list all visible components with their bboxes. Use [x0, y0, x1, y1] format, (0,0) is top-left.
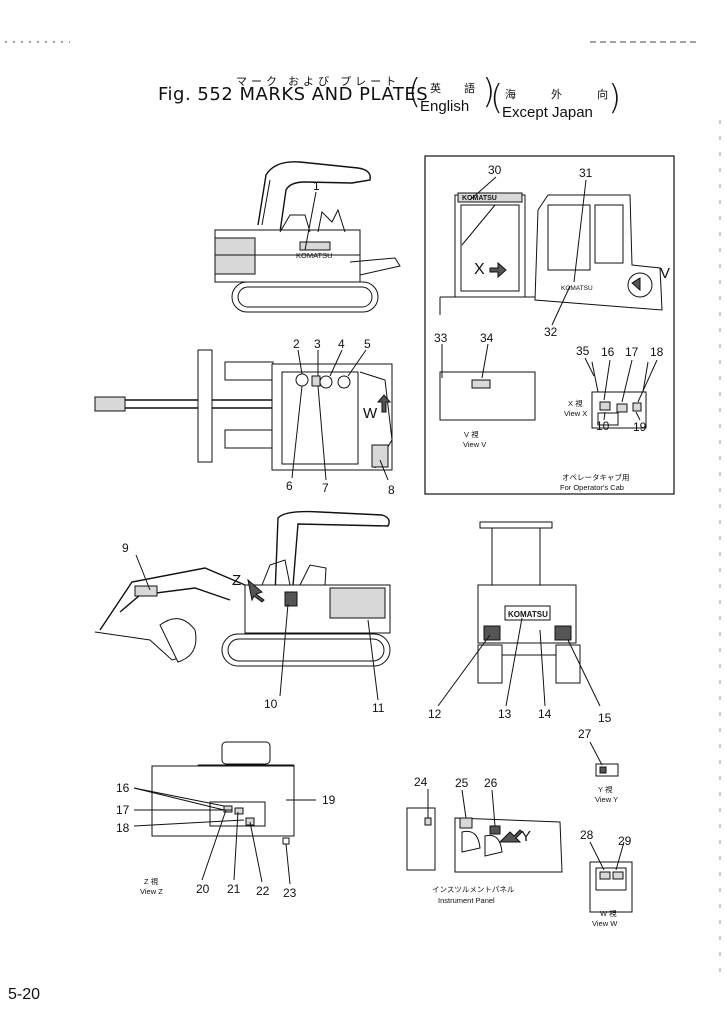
callout-35: 35 [576, 344, 590, 358]
paren-close: ) [482, 72, 496, 112]
scan-edge-marks [5, 41, 721, 980]
view-w-jp: W 視 [600, 909, 617, 918]
callout-20: 20 [196, 882, 210, 896]
callout-21: 21 [227, 882, 241, 896]
view-z-jp: Z 視 [144, 877, 159, 886]
arrow-y-icon [498, 829, 523, 843]
view-w-detail [589, 861, 633, 913]
callout-26: 26 [484, 776, 498, 790]
view-z-caption: View Z [140, 887, 163, 896]
callout-8: 8 [388, 483, 395, 497]
callout-31: 31 [579, 166, 593, 180]
cab-caption-jp: オペレータキャブ用 [562, 472, 630, 482]
paren-open: ( [408, 72, 422, 112]
callout-13: 13 [498, 707, 512, 721]
callout-17: 17 [116, 803, 130, 817]
callout-2: 2 [293, 337, 300, 351]
arrow-x-icon [489, 261, 507, 279]
callout-15: 15 [598, 711, 612, 725]
brand-text-cab: KOMATSU [462, 195, 497, 202]
inset-cab-box [424, 155, 675, 495]
callout-29: 29 [618, 834, 632, 848]
cab-side-view [534, 194, 663, 311]
figure-title: Fig. 552 MARKS AND PLATES [158, 84, 429, 105]
title-except-japan: Except Japan [502, 104, 593, 121]
view-y-plate [595, 763, 619, 777]
callout-32: 32 [544, 325, 558, 339]
callout-33: 33 [434, 331, 448, 345]
view-y-caption: View Y [595, 795, 618, 804]
page-number: 5-20 [8, 986, 41, 1003]
callout-7: 7 [322, 481, 329, 495]
excavator-rear-view [477, 521, 581, 684]
paren-open-2: ( [490, 78, 504, 118]
callout-17-inset: 17 [625, 345, 639, 359]
callout-11: 11 [372, 701, 385, 715]
callout-34: 34 [480, 331, 494, 345]
brand-text-cab-side: KOMATSU [561, 285, 593, 292]
callout-22: 22 [256, 884, 270, 898]
view-x-jp: X 視 [568, 399, 583, 408]
title-japanese: マーク および プレート [236, 76, 401, 88]
leader-lines [133, 176, 658, 885]
arrow-x-label: X [474, 261, 485, 278]
view-x-detail [591, 361, 649, 429]
callout-28: 28 [580, 828, 594, 842]
paren-close-2: ) [608, 78, 622, 118]
callout-9: 9 [122, 541, 129, 555]
callout-numbers: 1 2 3 4 5 6 7 8 9 10 11 12 13 14 15 16 1… [116, 163, 664, 900]
callout-16-inset: 16 [601, 345, 615, 359]
view-w-caption: View W [592, 919, 618, 928]
callout-18: 18 [116, 821, 130, 835]
callout-5: 5 [364, 337, 371, 351]
callout-25: 25 [455, 776, 469, 790]
callout-4: 4 [338, 337, 345, 351]
callout-27: 27 [578, 727, 592, 741]
view-v-jp: V 視 [464, 430, 479, 439]
callout-19-inset: 19 [633, 420, 647, 434]
callout-3: 3 [314, 337, 321, 351]
view-v-caption: View V [463, 440, 486, 449]
callout-30: 30 [488, 163, 502, 177]
callout-16: 16 [116, 781, 130, 795]
cab-door-front [439, 192, 535, 315]
callout-23: 23 [283, 886, 297, 900]
callout-10-inset: 10 [596, 419, 610, 433]
instrument-panel-detail [406, 807, 563, 873]
excavator-side-view-main [94, 510, 391, 667]
panel-caption-jp: インスツルメントパネル [432, 885, 515, 894]
title-except-japanese: 海 外 向 [505, 89, 625, 101]
view-x-caption: View X [564, 409, 587, 418]
arrow-w-label: W [363, 405, 378, 422]
excavator-side-view-top: KOMATSU [214, 161, 401, 313]
callout-18-inset: 18 [650, 345, 664, 359]
view-y-jp: Y 視 [598, 785, 613, 794]
view-z-detail [151, 741, 295, 845]
callout-19: 19 [322, 793, 336, 807]
arrow-z-label: Z [232, 572, 241, 589]
view-y-plate-mark [599, 766, 607, 774]
view-v-detail [439, 371, 536, 421]
title-english: English [420, 98, 470, 115]
callout-1: 1 [313, 179, 320, 193]
cab-caption: For Operator's Cab [560, 483, 624, 492]
brand-text-rear: KOMATSU [508, 610, 548, 619]
panel-caption: Instrument Panel [438, 896, 495, 905]
callout-10: 10 [264, 697, 278, 711]
callout-14: 14 [538, 707, 552, 721]
arrow-y-label: Y [521, 828, 531, 845]
callout-12: 12 [428, 707, 442, 721]
arrow-v-label: V [660, 265, 670, 282]
arrow-z-icon [247, 578, 265, 603]
callout-6: 6 [286, 479, 293, 493]
excavator-plan-view [94, 349, 393, 471]
brand-text-top: KOMATSU [296, 251, 333, 260]
callout-24: 24 [414, 775, 428, 789]
title-english-japanese: 英 語 [430, 83, 486, 95]
